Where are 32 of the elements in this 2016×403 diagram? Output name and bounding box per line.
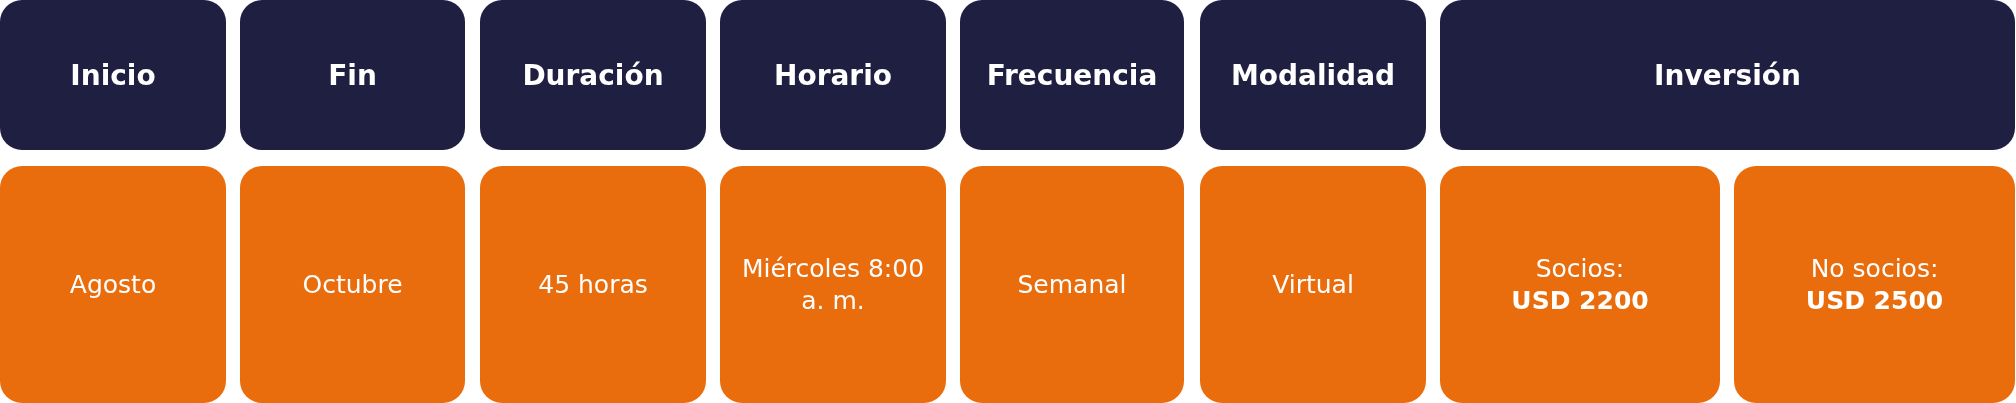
value-box: [960, 166, 1184, 403]
header-label: Fin: [328, 58, 377, 92]
header-box: [240, 0, 465, 150]
value-label: Miércoles 8:00 a. m.: [740, 253, 926, 316]
header-box: [720, 0, 946, 150]
value-label: No socios:: [1810, 253, 1939, 285]
value-box: [0, 166, 226, 403]
price-label: USD 2500: [1805, 284, 1944, 316]
header-label: Inicio: [70, 58, 156, 92]
header-label: Horario: [774, 58, 892, 92]
header-label: Modalidad: [1230, 58, 1396, 92]
value-label: Socios:: [1535, 253, 1625, 285]
value-box: [1440, 166, 1720, 403]
value-box: [240, 166, 465, 403]
header-box: [1200, 0, 1426, 150]
value-box: [480, 166, 706, 403]
header-label: Frecuencia: [986, 58, 1158, 92]
value-label: Octubre: [302, 268, 403, 301]
header-box: [960, 0, 1184, 150]
value-box: [1734, 166, 2015, 403]
value-label: 45 horas: [538, 268, 648, 301]
value-label: Agosto: [69, 268, 157, 301]
value-box: [1200, 166, 1426, 403]
value-box: [720, 166, 946, 403]
price-label: USD 2200: [1511, 284, 1649, 316]
value-label: Semanal: [1017, 268, 1127, 301]
header-box: [1440, 0, 2015, 150]
header-label: Inversión: [1654, 58, 1801, 92]
header-box: [0, 0, 226, 150]
header-label: Duración: [522, 58, 664, 92]
value-label: Virtual: [1272, 268, 1354, 301]
header-box: [480, 0, 706, 150]
